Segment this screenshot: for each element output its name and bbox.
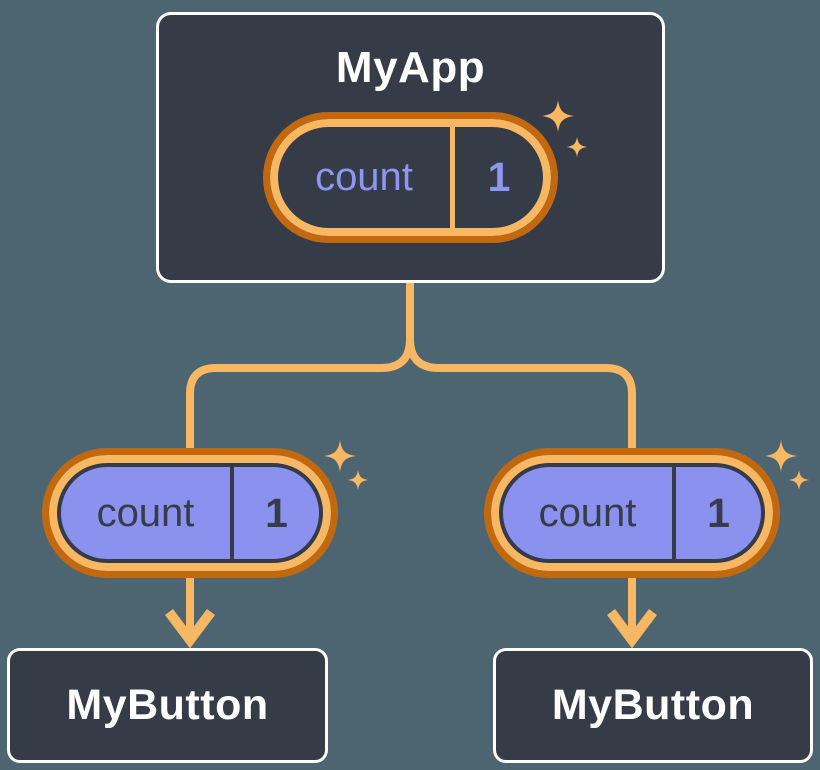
pill-divider — [450, 127, 455, 228]
arrowhead-left-icon — [165, 609, 215, 649]
left-prop-pill: count 1 — [42, 448, 338, 578]
root-state-pill: count 1 — [263, 112, 558, 243]
mybutton-right-title: MyButton — [551, 681, 755, 729]
prop-value: 1 — [265, 489, 288, 536]
mybutton-left-component-box: MyButton — [7, 648, 328, 763]
mybutton-right-component-box: MyButton — [493, 648, 813, 763]
arrowhead-right-icon — [607, 609, 657, 649]
pill-divider — [672, 463, 676, 563]
prop-value: 1 — [707, 489, 730, 536]
right-prop-pill: count 1 — [484, 448, 780, 578]
prop-label: count — [538, 490, 637, 535]
prop-label: count — [96, 490, 195, 535]
state-value: 1 — [487, 154, 511, 200]
state-label: count — [315, 155, 413, 199]
mybutton-left-title: MyButton — [66, 681, 269, 729]
myapp-title: MyApp — [335, 43, 486, 92]
